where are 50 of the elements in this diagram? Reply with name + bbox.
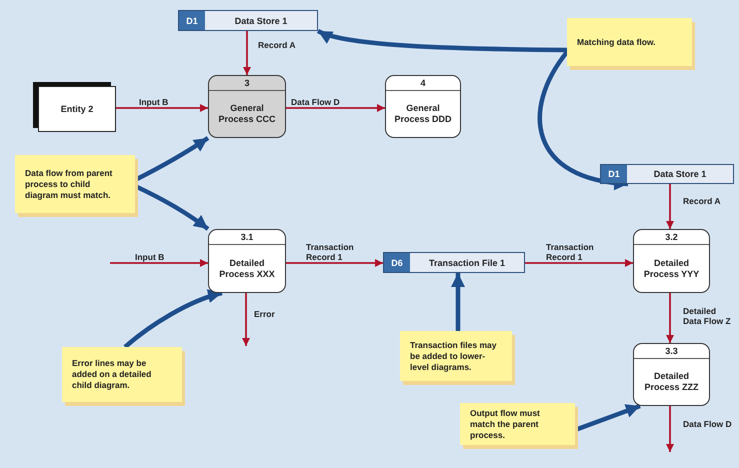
store-id: D6: [384, 253, 410, 272]
process-name: General Process CCC: [217, 102, 277, 126]
process-box: [633, 229, 710, 293]
edge-label: Input B: [138, 97, 170, 107]
process-box: [385, 75, 461, 138]
process-number: 3.2: [634, 230, 709, 245]
sticky-note: Transaction files may be added to lower-level diagrams.: [400, 331, 512, 381]
callout-arrow: [451, 273, 465, 331]
store-id: D1: [179, 11, 205, 30]
store-id: D1: [601, 165, 627, 183]
process-box: [208, 229, 286, 293]
edge-label: Data Flow D: [682, 419, 733, 429]
sticky-note: Data flow from parent process to child diagram must match.: [15, 155, 135, 213]
store-name: Data Store 1: [234, 14, 288, 28]
edge-label: Error: [253, 309, 276, 319]
data-flow-arrow: [525, 259, 633, 267]
sticky-note: Matching data flow.: [567, 18, 692, 66]
callout-arrow: [538, 50, 628, 190]
process-name: Detailed Process YYY: [642, 256, 700, 280]
sticky-note: Output flow must match the parent process.: [460, 403, 575, 445]
edge-label: Record A: [682, 196, 722, 206]
process-number: 4: [386, 76, 460, 91]
callout-arrow: [317, 28, 568, 52]
process-number: 3.3: [634, 344, 709, 359]
process-box: [208, 75, 286, 138]
store-name: Data Store 1: [652, 168, 708, 181]
process-number: 3.1: [209, 230, 285, 245]
process-box: [633, 343, 710, 406]
data-flow-arrow: [666, 406, 674, 452]
data-store: [600, 164, 734, 184]
edge-label: Input B: [134, 252, 166, 262]
edge-label: Data Flow D: [290, 97, 341, 107]
data-store: [178, 10, 318, 31]
data-flow-arrow: [110, 259, 208, 267]
process-number: 3: [209, 76, 285, 91]
data-flow-arrow: [242, 293, 250, 346]
sticky-note: Error lines may be added on a detailed child diagram.: [62, 347, 182, 402]
data-flow-arrow: [286, 259, 383, 267]
store-name: Transaction File 1: [428, 256, 506, 270]
process-name: General Process DDD: [393, 102, 453, 126]
process-name: Detailed Process ZZZ: [643, 370, 700, 394]
data-flow-arrow: [666, 184, 674, 229]
data-flow-arrow: [666, 293, 674, 343]
data-flow-arrow: [116, 104, 208, 112]
edge-label: Record A: [257, 40, 296, 50]
data-flow-arrow: [243, 31, 251, 75]
process-name: Detailed Process XXX: [218, 256, 276, 280]
data-store: [383, 252, 525, 273]
callout-arrow: [124, 290, 223, 349]
data-flow-arrow: [286, 104, 385, 112]
